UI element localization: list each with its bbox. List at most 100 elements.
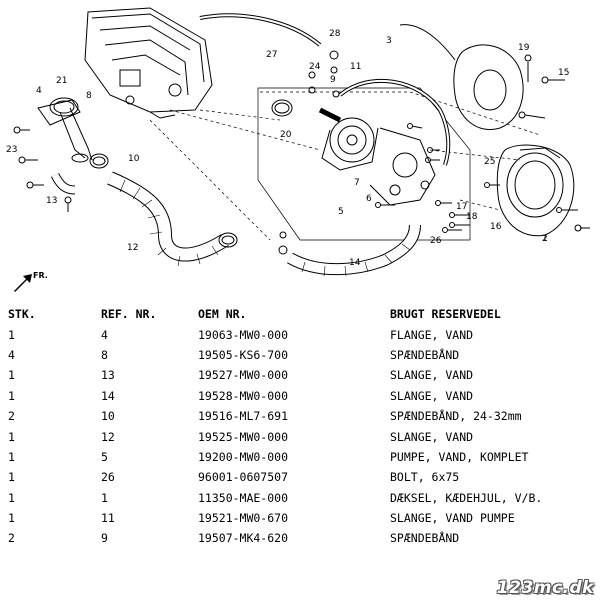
cell-part-name: SLANGE, VAND (390, 388, 474, 403)
callout-27: 27 (266, 50, 277, 60)
callout-12: 12 (127, 243, 138, 253)
cell-oem-no: 19528-MW0-000 (198, 388, 289, 403)
cell-ref-no: 1 (101, 490, 108, 505)
cell-oem-no: 19505-KS6-700 (198, 347, 289, 362)
cell-oem-no: 19521-MW0-670 (198, 511, 289, 526)
cell-oem-no: 19200-MW0-000 (198, 449, 289, 464)
callout-20: 20 (280, 130, 292, 140)
cell-ref-no: 12 (101, 429, 115, 444)
callout-18: 18 (466, 212, 478, 222)
callout-23: 23 (6, 145, 17, 155)
flange-4-drawing (37, 99, 93, 163)
callout-24: 24 (309, 62, 321, 72)
cell-oem-no: 19516-ML7-691 (198, 409, 289, 424)
callout-6: 6 (366, 194, 372, 204)
cell-oem-no: 19525-MW0-000 (198, 429, 289, 444)
table-row: 1 1 11350-MAE-000 DÆKSEL, KÆDEHJUL, V/B. (8, 488, 592, 508)
oring-20-drawing (271, 99, 293, 117)
callout-28: 28 (329, 29, 341, 39)
table-row: 1 13 19527-MW0-000 SLANGE, VAND (8, 365, 592, 385)
cell-oem-no: 19063-MW0-000 (198, 327, 289, 342)
cell-ref-no: 13 (101, 368, 115, 383)
cell-ref-no: 5 (101, 449, 108, 464)
cell-qty: 1 (8, 511, 15, 526)
callout-19: 19 (518, 43, 530, 53)
header-part-name: BRUGT RESERVEDEL (390, 307, 501, 322)
site-watermark: 123mc.dk (496, 578, 594, 598)
table-header-row: STK. REF. NR. OEM NR. BRUGT RESERVEDEL (8, 304, 592, 324)
hose-11-drawing (338, 78, 451, 166)
front-direction-label: FR. (33, 271, 48, 280)
cell-part-name: SPÆNDEBÅND (390, 531, 460, 546)
cell-ref-no: 11 (101, 511, 115, 526)
oring-21-drawing (49, 97, 79, 117)
cell-ref-no: 8 (101, 347, 108, 362)
callout-25: 25 (484, 157, 495, 167)
cell-part-name: SPÆNDEBÅND, 24-32mm (390, 409, 522, 424)
cell-qty: 1 (8, 449, 15, 464)
cell-qty: 1 (8, 429, 15, 444)
cell-oem-no: 19507-MK4-620 (198, 531, 289, 546)
cell-qty: 1 (8, 388, 15, 403)
table-row: 1 5 19200-MW0-000 PUMPE, VAND, KOMPLET (8, 447, 592, 467)
callout-16: 16 (490, 222, 502, 232)
callout-11: 11 (350, 62, 361, 72)
cell-oem-no: 96001-0607507 (198, 470, 289, 485)
cell-part-name: SPÆNDEBÅND (390, 347, 460, 362)
hose-27-drawing (199, 13, 322, 47)
callout-17: 17 (456, 202, 467, 212)
cell-part-name: DÆKSEL, KÆDEHJUL, V/B. (390, 490, 543, 505)
cell-part-name: SLANGE, VAND PUMPE (390, 511, 515, 526)
callout-8: 8 (86, 91, 92, 101)
cell-ref-no: 26 (101, 470, 115, 485)
callout-3: 3 (386, 36, 392, 46)
parts-diagram: 1 2 3 4 5 6 7 8 9 10 11 12 13 14 15 16 1… (6, 7, 590, 292)
callout-9: 9 (330, 75, 336, 85)
table-row: 2 10 19516-ML7-691 SPÆNDEBÅND, 24-32mm (8, 406, 592, 426)
header-qty: STK. (8, 307, 36, 322)
front-direction-icon: FR. (14, 271, 48, 292)
callout-4: 4 (36, 86, 42, 96)
cell-ref-no: 14 (101, 388, 115, 403)
leader-lines (149, 91, 541, 241)
cell-qty: 1 (8, 490, 15, 505)
callout-13: 13 (46, 196, 57, 206)
callout-14: 14 (349, 258, 361, 268)
sprocket-cover-1-drawing (496, 144, 575, 237)
cell-qty: 1 (8, 470, 15, 485)
callout-1: 1 (542, 234, 548, 244)
cell-part-name: PUMPE, VAND, KOMPLET (390, 449, 529, 464)
cell-qty: 2 (8, 409, 15, 424)
pump-group-bracket (257, 87, 471, 241)
callout-15: 15 (558, 68, 569, 78)
cell-qty: 2 (8, 531, 15, 546)
cell-part-name: BOLT, 6x75 (390, 470, 460, 485)
table-row: 1 26 96001-0607507 BOLT, 6x75 (8, 467, 592, 487)
bolts-drawing (13, 50, 590, 255)
header-oem-no: OEM NR. (198, 307, 247, 322)
water-pump-5-drawing (318, 107, 436, 206)
cell-oem-no: 11350-MAE-000 (198, 490, 289, 505)
cell-qty: 1 (8, 327, 15, 342)
header-ref-no: REF. NR. (101, 307, 157, 322)
cell-part-name: FLANGE, VAND (390, 327, 474, 342)
cell-ref-no: 10 (101, 409, 115, 424)
parts-table: STK. REF. NR. OEM NR. BRUGT RESERVEDEL 1… (8, 304, 592, 549)
table-row: 2 9 19507-MK4-620 SPÆNDEBÅND (8, 528, 592, 548)
cell-oem-no: 19527-MW0-000 (198, 368, 289, 383)
callout-21: 21 (56, 76, 67, 86)
cover-3-drawing (399, 24, 524, 130)
cell-part-name: SLANGE, VAND (390, 368, 474, 383)
cell-qty: 1 (8, 368, 15, 383)
clamp-10-drawing (89, 153, 238, 248)
callout-10: 10 (128, 154, 140, 164)
callout-labels: 1 2 3 4 5 6 7 8 9 10 11 12 13 14 15 16 1… (6, 29, 569, 268)
callout-26: 26 (430, 236, 442, 246)
cell-ref-no: 9 (101, 531, 108, 546)
callout-5: 5 (338, 207, 344, 217)
